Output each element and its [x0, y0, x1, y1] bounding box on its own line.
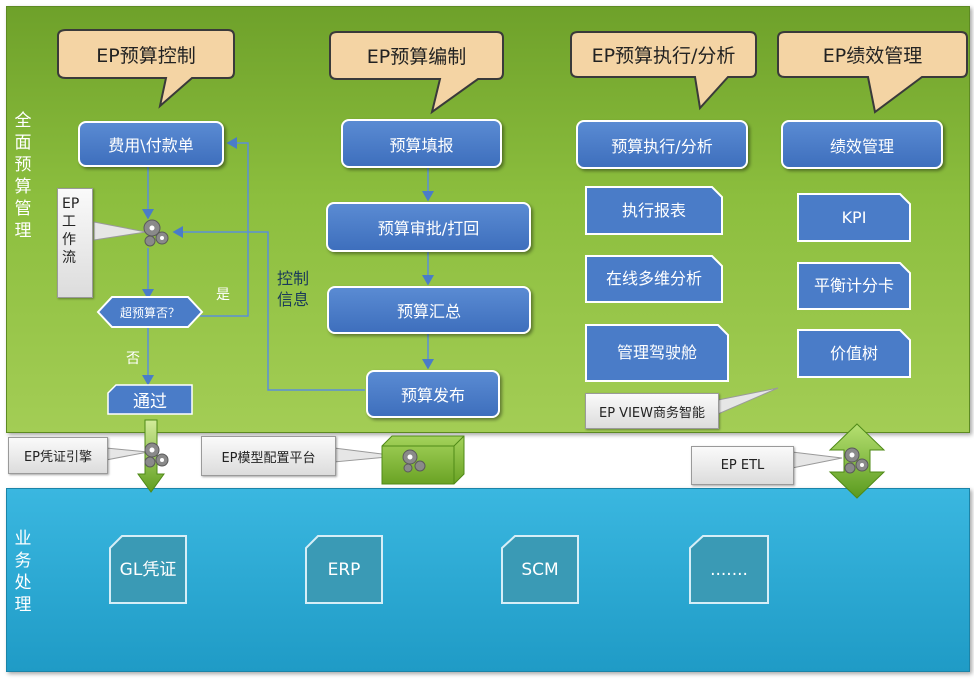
more-modules[interactable]: .......	[710, 559, 748, 580]
management-cockpit-card[interactable]: 管理驾驶舱	[616, 343, 697, 362]
olap-analysis-card[interactable]: 在线多维分析	[605, 269, 702, 288]
side-label-budget: 全面预算管理	[14, 111, 32, 241]
control-info-label: 控制信息	[277, 269, 310, 309]
budget-summary-button[interactable]: 预算汇总	[327, 286, 531, 334]
budget-fill-button[interactable]: 预算填报	[341, 119, 502, 168]
over-budget-decision[interactable]: 超预算否？	[119, 305, 180, 320]
expense-payment-button[interactable]: 费用\付款单	[78, 121, 224, 167]
voucher-engine-label: EP凭证引擎	[8, 437, 108, 474]
scm-module[interactable]: SCM	[521, 559, 559, 580]
value-tree-card[interactable]: 价值树	[829, 343, 878, 363]
balanced-scorecard-card[interactable]: 平衡计分卡	[813, 276, 894, 295]
budget-approve-button[interactable]: 预算审批/打回	[326, 202, 531, 252]
ep-etl-label: EP ETL	[691, 446, 794, 485]
budget-execution-analysis-button[interactable]: 预算执行/分析	[576, 120, 748, 169]
ep-view-bi-label: EP VIEW商务智能	[585, 393, 719, 429]
callout-performance: EP绩效管理	[822, 45, 923, 67]
callout-budget-control: EP预算控制	[96, 44, 196, 67]
yes-label: 是	[216, 287, 230, 303]
workflow-label: EP工作流	[57, 188, 93, 298]
callout-budget-execution: EP预算执行/分析	[591, 45, 736, 67]
kpi-card[interactable]: KPI	[841, 207, 867, 227]
pass-button[interactable]: 通过	[133, 392, 167, 412]
performance-management-button[interactable]: 绩效管理	[781, 120, 943, 169]
no-label: 否	[126, 351, 140, 367]
erp-module[interactable]: ERP	[327, 559, 361, 580]
side-label-business: 业务处理	[14, 529, 32, 615]
callout-budget-preparation: EP预算编制	[366, 46, 467, 68]
execution-report-card[interactable]: 执行报表	[621, 200, 686, 220]
budget-publish-button[interactable]: 预算发布	[366, 370, 500, 418]
model-config-platform-label: EP模型配置平台	[201, 436, 336, 476]
gl-voucher-module[interactable]: GL凭证	[119, 559, 177, 580]
